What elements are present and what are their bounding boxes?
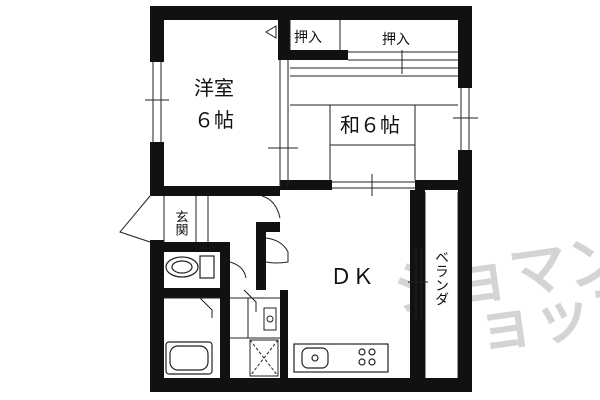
outer-walls bbox=[150, 6, 472, 392]
entrance-label: 玄関 bbox=[173, 210, 189, 237]
western-room-size: ６帖 bbox=[194, 108, 234, 132]
thin-lines bbox=[119, 20, 458, 339]
japanese-room-name: 和６帖 bbox=[340, 113, 400, 137]
bathtub bbox=[165, 341, 213, 375]
sink-small bbox=[263, 307, 277, 331]
washer-space bbox=[249, 339, 279, 377]
western-room-name: 洋室 bbox=[194, 76, 234, 100]
closet-small-label: 押入 bbox=[294, 30, 322, 46]
toilet bbox=[165, 255, 215, 279]
veranda-label: ベランダ bbox=[433, 250, 449, 306]
closet-large-label: 押入 bbox=[382, 32, 410, 48]
interior-walls bbox=[150, 20, 458, 378]
kitchen-counter bbox=[293, 343, 389, 373]
dk-room-name: ＤＫ bbox=[330, 265, 374, 290]
